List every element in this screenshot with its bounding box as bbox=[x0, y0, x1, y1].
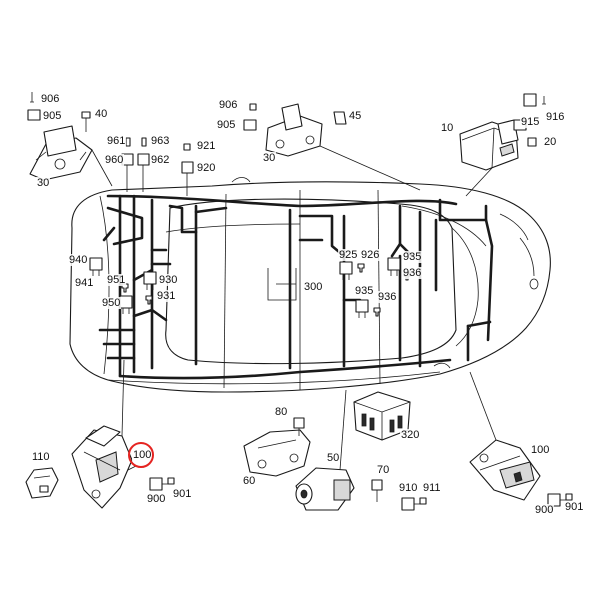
callout-906: 906 bbox=[40, 93, 61, 105]
vehicle-body bbox=[69, 177, 551, 393]
callout-936-upper: 936 bbox=[402, 267, 423, 279]
callout-906-center: 906 bbox=[218, 99, 239, 111]
callout-915: 915 bbox=[520, 116, 541, 128]
callout-901-left: 901 bbox=[172, 488, 193, 500]
callout-925: 925 bbox=[338, 249, 359, 261]
callout-926: 926 bbox=[360, 249, 381, 261]
callout-40: 40 bbox=[94, 108, 109, 120]
callout-931: 931 bbox=[156, 290, 177, 302]
callout-950: 950 bbox=[101, 297, 122, 309]
part-50-sensor-center bbox=[295, 389, 427, 511]
callout-30-center: 30 bbox=[262, 152, 277, 164]
callout-935-upper: 935 bbox=[402, 251, 423, 263]
callout-10: 10 bbox=[440, 122, 455, 134]
callout-935-lower: 935 bbox=[354, 285, 375, 297]
callout-905: 905 bbox=[42, 110, 63, 122]
callout-45: 45 bbox=[348, 110, 363, 122]
callout-951: 951 bbox=[106, 274, 127, 286]
callout-936-lower: 936 bbox=[377, 291, 398, 303]
part-100-sensor-right bbox=[469, 371, 573, 507]
part-30-bracket-left bbox=[27, 92, 113, 187]
callout-50: 50 bbox=[326, 452, 341, 464]
wiring-harness bbox=[98, 194, 494, 380]
callout-930: 930 bbox=[158, 274, 179, 286]
callout-941: 941 bbox=[74, 277, 95, 289]
callout-963: 963 bbox=[150, 135, 171, 147]
selected-part-highlight bbox=[128, 442, 154, 468]
callout-961: 961 bbox=[106, 135, 127, 147]
callout-911: 911 bbox=[422, 482, 442, 494]
callout-30: 30 bbox=[36, 177, 51, 189]
callout-80: 80 bbox=[274, 406, 289, 418]
callout-910: 910 bbox=[398, 482, 419, 494]
callout-110: 110 bbox=[31, 451, 51, 463]
callout-905-center: 905 bbox=[216, 119, 237, 131]
callout-70: 70 bbox=[376, 464, 391, 476]
callout-900-right: 900 bbox=[534, 504, 555, 516]
callout-20: 20 bbox=[543, 136, 558, 148]
callout-916: 916 bbox=[545, 111, 566, 123]
part-110-clip bbox=[25, 467, 59, 499]
part-30-sensor-center bbox=[243, 103, 421, 191]
callout-921: 921 bbox=[196, 140, 217, 152]
part-320-connector-block bbox=[353, 391, 411, 441]
part-60-bracket bbox=[243, 417, 311, 477]
callout-900-left: 900 bbox=[146, 493, 167, 505]
callout-940: 940 bbox=[68, 254, 89, 266]
harness-connectors bbox=[89, 137, 411, 318]
callout-100-right: 100 bbox=[530, 444, 551, 456]
callout-300: 300 bbox=[303, 281, 324, 293]
callout-962: 962 bbox=[150, 154, 171, 166]
callout-920: 920 bbox=[196, 162, 217, 174]
callout-320: 320 bbox=[400, 429, 421, 441]
part-100-sensor-left bbox=[71, 359, 175, 509]
callout-960: 960 bbox=[104, 154, 125, 166]
part-10-control-unit bbox=[459, 93, 546, 197]
callout-60: 60 bbox=[242, 475, 257, 487]
callout-901-right: 901 bbox=[564, 501, 585, 513]
